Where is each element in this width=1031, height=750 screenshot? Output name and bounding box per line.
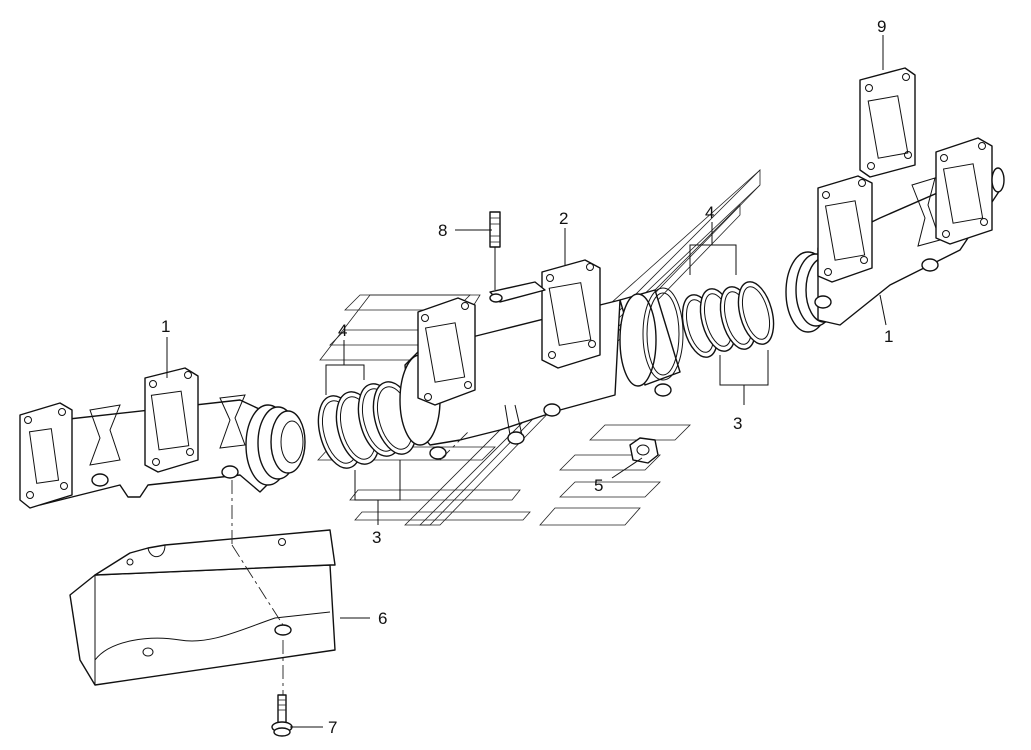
callout-4-right: 4	[705, 203, 714, 222]
callout-8: 8	[438, 221, 447, 240]
connector-sleeve	[619, 287, 684, 397]
callout-6: 6	[378, 609, 387, 628]
callout-1-left: 1	[161, 317, 170, 336]
gasket	[859, 67, 916, 178]
seal-rings-right	[681, 281, 775, 358]
callout-3-left: 3	[372, 528, 381, 547]
callout-5: 5	[594, 476, 603, 495]
callout-7: 7	[328, 718, 337, 737]
callout-2: 2	[559, 209, 568, 228]
callout-labels: 1 1 2 3 3 4 4 5 6 7 8 9	[161, 17, 893, 737]
left-manifold	[19, 367, 306, 509]
center-lines	[231, 429, 471, 695]
right-manifold	[785, 137, 1005, 333]
callout-9: 9	[877, 17, 886, 36]
callout-4-left: 4	[338, 321, 347, 340]
heat-shield	[69, 529, 336, 686]
leader-lines	[166, 35, 887, 728]
bolt	[271, 694, 293, 737]
callout-3-right: 3	[733, 414, 742, 433]
seal-rings-left	[317, 381, 418, 469]
callout-1-right: 1	[884, 327, 893, 346]
stud	[489, 211, 501, 290]
center-manifold	[399, 259, 621, 460]
nut	[629, 437, 659, 464]
